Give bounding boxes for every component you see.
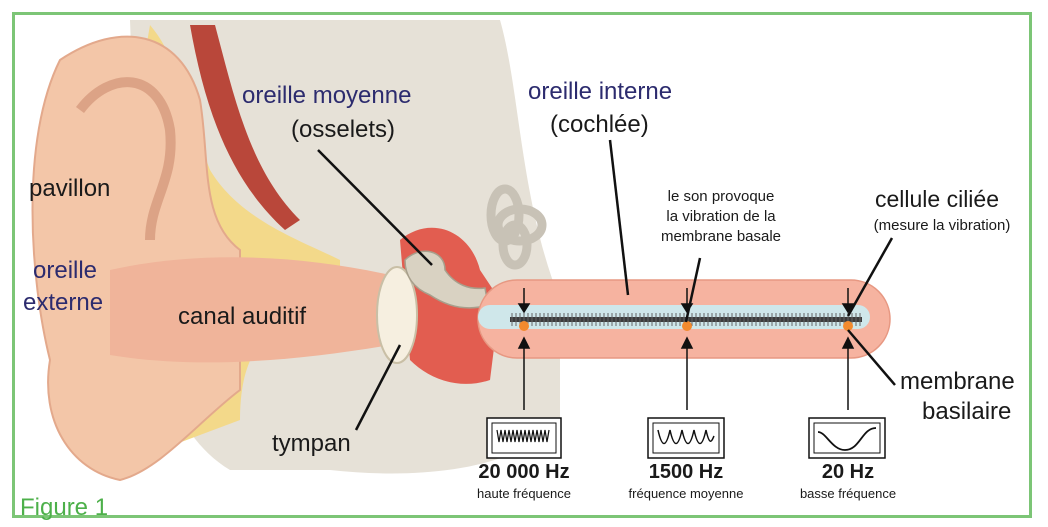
hair-cell-marker-high (519, 321, 529, 331)
label-basilar-2: basilaire (922, 400, 1011, 424)
label-inner-ear: oreille interne (528, 80, 672, 104)
waveform-box-mid (648, 418, 724, 458)
label-vibration-1: le son provoque (668, 189, 775, 204)
hair-cell-marker-low (843, 321, 853, 331)
label-ear-canal: canal auditif (178, 305, 306, 329)
label-ossicles: (osselets) (291, 118, 395, 142)
frequency-desc-mid: fréquence moyenne (629, 487, 744, 500)
label-cochlea: (cochlée) (550, 113, 649, 137)
frequency-desc-high: haute fréquence (477, 487, 571, 500)
hair-cell-marker-mid (682, 321, 692, 331)
waveform-box-low (809, 418, 885, 458)
frequency-value-mid: 1500 Hz (649, 462, 724, 482)
label-outer-ear-2: externe (23, 291, 103, 315)
label-outer-ear-1: oreille (33, 259, 97, 283)
frequency-value-high: 20 000 Hz (478, 462, 569, 482)
label-hair-cell: cellule ciliée (875, 188, 999, 211)
label-hair-cell-note: (mesure la vibration) (874, 218, 1011, 233)
figure-caption: Figure 1 (20, 494, 108, 522)
label-eardrum: tympan (272, 432, 351, 456)
label-vibration-2: la vibration de la (666, 209, 775, 224)
frequency-desc-low: basse fréquence (800, 487, 896, 500)
frequency-value-low: 20 Hz (822, 462, 874, 482)
label-middle-ear: oreille moyenne (242, 84, 411, 108)
label-vibration-3: membrane basale (661, 229, 781, 244)
label-pinna: pavillon (29, 177, 110, 201)
label-basilar-1: membrane (900, 370, 1015, 394)
waveform-box-high (487, 418, 561, 458)
